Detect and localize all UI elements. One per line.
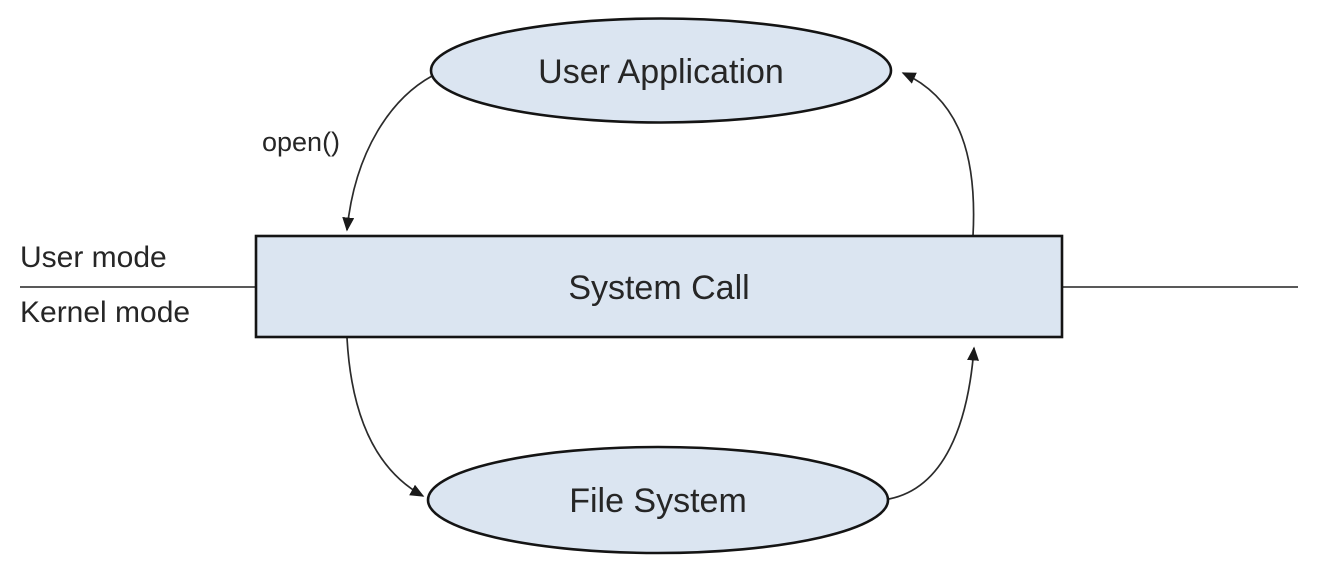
arrow-system-call-to-user-app bbox=[901, 72, 975, 237]
kernel-mode-label: Kernel mode bbox=[20, 296, 190, 329]
system-call-label: System Call bbox=[568, 269, 749, 307]
user-mode-label: User mode bbox=[20, 241, 167, 274]
user-application-label: User Application bbox=[538, 53, 784, 91]
arrow-user-app-to-system-call bbox=[342, 75, 433, 232]
arrow-file-system-to-system-call bbox=[888, 346, 980, 500]
open-call-label: open() bbox=[262, 127, 340, 157]
user-application-node bbox=[429, 17, 893, 124]
system-call-node bbox=[254, 234, 1064, 339]
arrow-system-call-to-file-system bbox=[346, 337, 425, 497]
file-system-label: File System bbox=[569, 482, 747, 520]
file-system-node bbox=[426, 445, 890, 555]
